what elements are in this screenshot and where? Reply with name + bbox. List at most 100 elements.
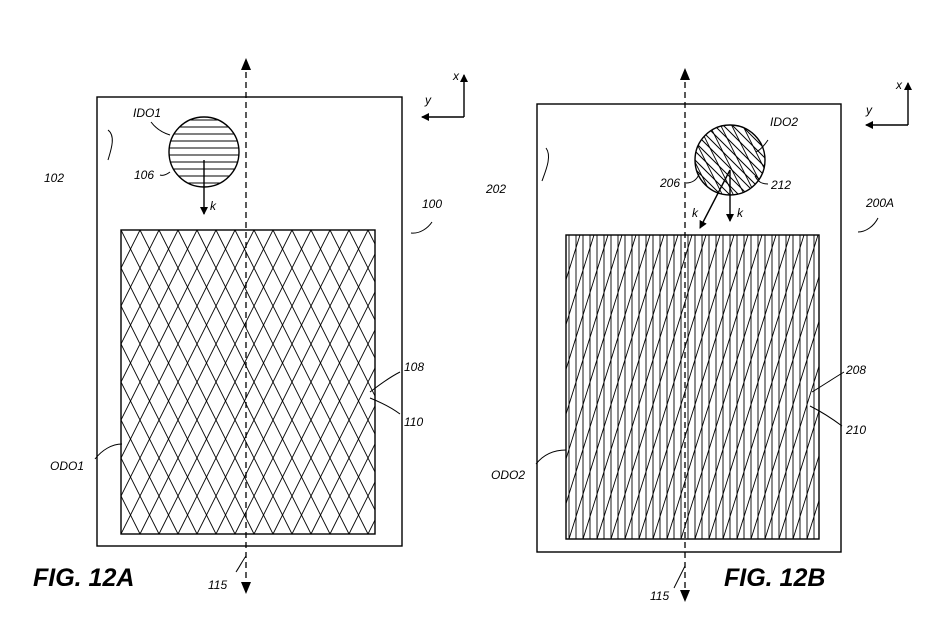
hatch-line [891,235,934,539]
hatch-line [121,230,179,346]
hatch-line [310,230,375,360]
leader-212 [754,175,769,185]
hatch-line [566,235,595,327]
figure-12b: IDO2 202 206 212 k k 200A 208 210 ODO2 1… [485,68,934,603]
label-202: 202 [485,182,506,196]
leader-102 [107,129,113,161]
leader-ido1 [150,121,171,136]
leader-202 [541,147,549,182]
hatch-line [821,235,916,539]
hatch-line [568,235,665,539]
hatch-line [139,230,293,534]
label-106: 106 [134,168,154,182]
hatch-line [0,230,7,534]
hatch-line [121,230,141,270]
axis-x-label-a: x [452,69,460,83]
hatch-line [680,235,777,539]
hatch-line [695,125,726,195]
hatch-line [695,125,700,195]
hatch-line [735,125,765,195]
hatch-line [0,230,102,534]
hatch-line [406,230,558,534]
hatch-line [610,235,707,539]
hatch-line [0,230,83,534]
hatch-line [121,494,141,534]
hatch-line [121,230,122,232]
hatch-line [253,290,375,534]
hatch-line [367,230,375,246]
leader-106 [159,171,171,176]
hatch-line [196,230,350,534]
hatch-line [121,230,160,308]
hatch-line [849,235,934,539]
hatch-line [717,125,759,195]
hatch-line [234,252,375,534]
hatch-line [329,442,375,534]
odo1-grating [0,229,558,535]
hatch-line [722,235,819,539]
hatch-line [0,230,64,534]
hatch-line [764,364,819,539]
axis-y-label-b: y [865,103,873,117]
hatch-line [792,454,819,539]
hatch-line [121,230,198,384]
hatch-line [121,230,217,422]
hatch-line [750,319,819,539]
hatch-line [387,230,539,534]
label-100: 100 [422,197,442,211]
label-200a: 200A [865,196,894,210]
hatch-line [706,125,748,195]
hatch-line [695,125,754,195]
hatch-line [778,409,819,539]
axis-arrow-down-icon-b [680,590,690,602]
hatch-line [566,235,651,506]
caption-fig-12b: FIG. 12B [724,564,825,592]
hatch-line [694,235,791,539]
axis-y-label-a: y [424,93,432,107]
hatch-line [121,230,255,498]
hatch-line [566,235,623,416]
hatch-line [0,230,7,534]
label-k-vertical: k [737,206,744,220]
label-108: 108 [404,360,424,374]
label-115-a: 115 [208,578,227,592]
leader-108 [369,371,401,393]
label-212: 212 [770,178,791,192]
ido1-grating [168,116,240,188]
hatch-line [695,125,727,195]
axis-arrow-down-icon [241,582,251,594]
k-vector-diagonal-arrow [699,169,731,229]
caption-fig-12a: FIG. 12A [33,564,134,592]
hatch-line [717,125,765,195]
hatch-line [905,235,934,539]
ido2-grating [694,124,766,196]
leader-206 [685,173,700,184]
hatch-line [753,125,765,195]
hatch-line [0,230,26,534]
hatch-line [566,235,609,371]
hatch-line [863,235,934,539]
leader-odo2 [535,449,567,465]
hatch-line [0,230,64,534]
hatch-line [367,518,375,534]
hatch-line [121,380,198,534]
label-208: 208 [845,363,866,377]
hatch-line [215,230,369,534]
leader-110 [369,397,401,415]
hatch-line [739,125,765,195]
hatch-line [329,230,375,322]
odo2-grating [565,234,934,540]
hatch-line [566,235,567,237]
hatch-line [726,125,765,195]
label-110: 110 [404,415,423,429]
hatch-line [596,235,693,539]
hatch-line [0,230,45,534]
hatch-line [806,499,819,539]
hatch-line [566,235,637,461]
label-odo1: ODO1 [50,459,84,473]
label-k-diagonal: k [692,206,699,220]
label-115-b: 115 [650,589,669,603]
hatch-line [652,235,749,539]
hatch-line [387,230,539,534]
axis-arrow-up-icon [241,58,251,70]
